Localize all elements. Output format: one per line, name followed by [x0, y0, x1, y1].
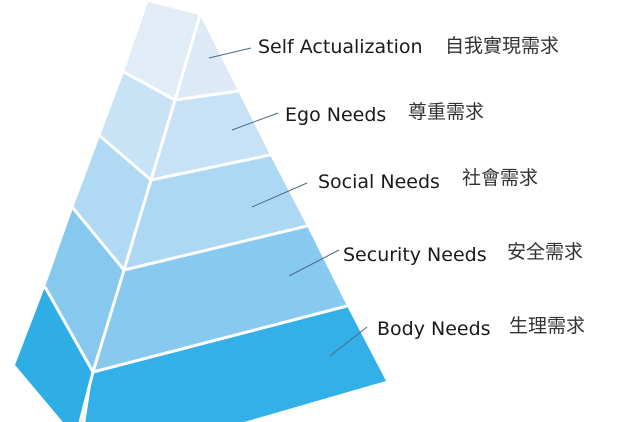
tier-body	[15, 287, 386, 422]
label-ego-zh: 尊重需求	[408, 101, 484, 123]
label-self-actualization-en: Self Actualization	[258, 36, 423, 58]
leader-ego	[231, 112, 279, 131]
tier-self-actualization-right-face	[175, 15, 238, 100]
tier-ego	[100, 72, 270, 180]
label-social-zh: 社會需求	[462, 167, 538, 189]
label-self-actualization-zh: 自我實現需求	[445, 35, 559, 57]
label-ego-en: Ego Needs	[285, 104, 386, 126]
leader-self-actualization	[208, 47, 252, 59]
labels: Self Actualization 自我實現需求 Ego Needs 尊重需求…	[258, 35, 585, 340]
leader-lines	[208, 47, 368, 357]
tier-ego-right-face	[151, 91, 270, 180]
tier-ego-left-face	[100, 72, 175, 180]
leader-security	[288, 249, 340, 277]
tier-separators	[43, 14, 348, 422]
label-social-en: Social Needs	[318, 171, 440, 193]
tier-body-right-face	[85, 306, 386, 422]
label-body-en: Body Needs	[377, 318, 491, 340]
leader-social	[251, 182, 308, 208]
tier-social-right-face	[124, 155, 307, 270]
tier-social	[73, 136, 307, 270]
label-security-zh: 安全需求	[507, 241, 583, 263]
leader-body	[329, 326, 368, 357]
label-body-zh: 生理需求	[509, 315, 585, 337]
tier-body-left-face	[15, 287, 93, 422]
label-security-en: Security Needs	[343, 244, 487, 266]
tier-social-left-face	[73, 136, 151, 270]
